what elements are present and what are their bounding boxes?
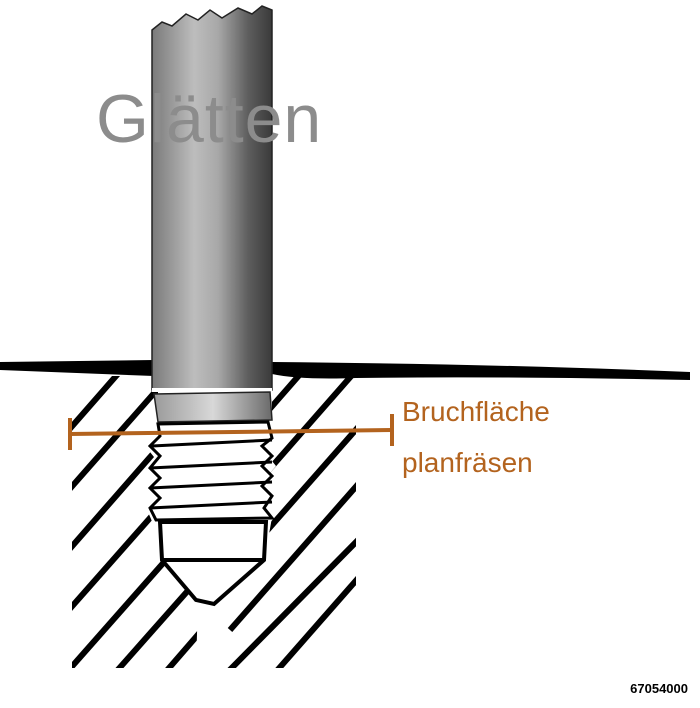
workpiece-surface-line — [0, 360, 690, 380]
rod — [151, 5, 273, 423]
article-number: 67054000 — [630, 681, 688, 696]
annotation-line-2: planfräsen — [402, 447, 533, 478]
annotation-line-1: Bruchfläche — [402, 396, 550, 427]
broken-bolt-thread — [147, 420, 276, 522]
diagram-title: Glätten — [96, 81, 323, 157]
bore-tip — [157, 520, 269, 607]
milling-plane-marker — [68, 414, 394, 450]
